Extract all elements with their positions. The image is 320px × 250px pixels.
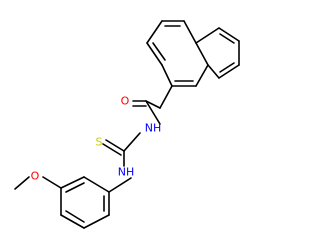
bond: [207, 64, 220, 79]
bond: [161, 64, 173, 87]
bond: [145, 100, 161, 125]
naphthalene-right-ring: [195, 27, 240, 79]
bond: [218, 64, 240, 79]
bond: [219, 62, 235, 73]
bond: [146, 42, 163, 66]
methoxyphenyl-ring: [60, 176, 110, 229]
bond: [83, 214, 110, 229]
methoxy-group: [14, 176, 62, 190]
bond: [146, 20, 163, 44]
bond: [65, 182, 85, 193]
bond: [102, 143, 122, 156]
bond: [159, 85, 173, 109]
bond: [145, 100, 161, 109]
bond: [219, 33, 235, 44]
chemical-structure: O NH S NH O: [14, 20, 240, 229]
aryl-amine-nitrogen-label: NH: [118, 166, 135, 179]
bond: [42, 176, 62, 189]
bond: [83, 176, 110, 193]
bond: [60, 176, 85, 189]
bond: [183, 20, 197, 44]
bond: [123, 132, 141, 152]
bond: [108, 177, 132, 193]
bond: [65, 210, 85, 223]
naphthalene-left-ring: [146, 20, 209, 87]
bond: [195, 64, 209, 87]
bond: [60, 214, 85, 229]
bond: [105, 139, 125, 152]
bond: [195, 42, 209, 66]
bond: [152, 42, 166, 61]
imide-nitrogen-label: NH: [145, 122, 162, 135]
methoxy-oxygen-label: O: [31, 170, 40, 183]
bond: [14, 176, 30, 190]
thiourea-core: [102, 132, 141, 193]
carbonyl-oxygen-label: O: [121, 95, 130, 108]
bond: [218, 27, 240, 42]
acetyl-linker: [132, 85, 173, 125]
bond: [195, 27, 220, 44]
thione-sulfur-label: S: [96, 136, 103, 149]
